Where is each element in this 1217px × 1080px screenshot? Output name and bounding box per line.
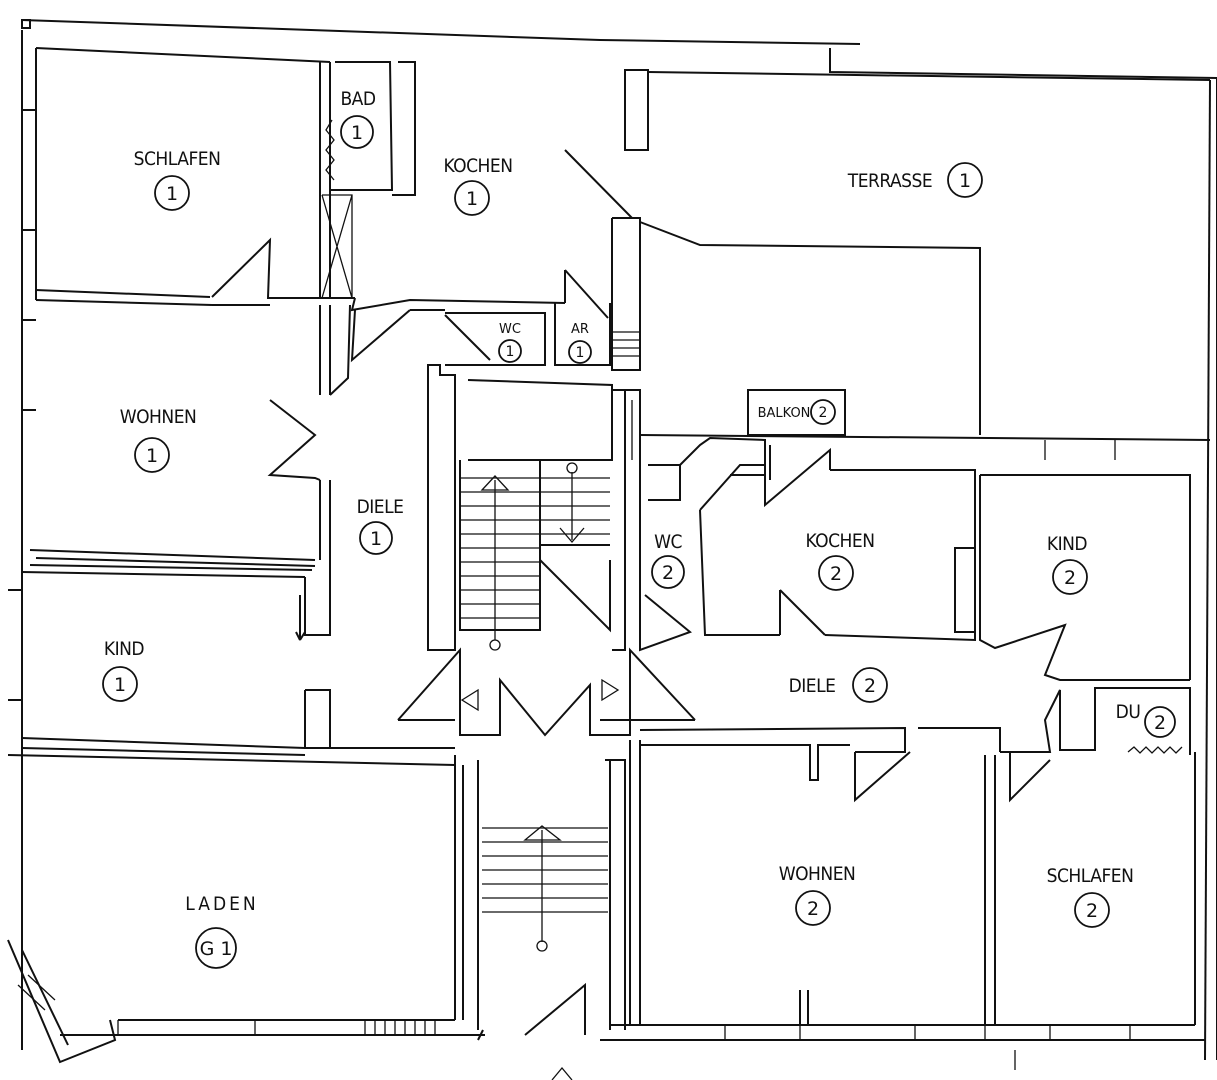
svg-text:2: 2 [1064, 567, 1076, 589]
room-label-du-2: DU 2 [1116, 701, 1176, 738]
svg-text:TERRASSE: TERRASSE [847, 170, 932, 192]
svg-text:BAD: BAD [340, 88, 375, 110]
room-label-schlafen-1: SCHLAFEN 1 [134, 148, 221, 211]
room-label-wc-1: WC 1 [498, 322, 522, 363]
svg-text:1: 1 [146, 445, 158, 467]
svg-text:SCHLAFEN: SCHLAFEN [134, 148, 221, 170]
room-label-kind-1: KIND 1 [102, 638, 145, 702]
svg-text:1: 1 [351, 122, 363, 144]
svg-text:KIND: KIND [104, 638, 145, 660]
svg-text:2: 2 [1154, 712, 1166, 734]
svg-text:KIND: KIND [1047, 533, 1088, 555]
svg-text:SCHLAFEN: SCHLAFEN [1047, 865, 1134, 887]
room-label-bad-1: BAD 1 [340, 88, 376, 149]
svg-text:BALKON: BALKON [758, 406, 811, 421]
svg-text:WC: WC [499, 322, 521, 337]
svg-text:G 1: G 1 [200, 938, 233, 960]
svg-text:WOHNEN: WOHNEN [779, 863, 856, 885]
room-label-kochen-2: KOCHEN 2 [805, 530, 875, 591]
room-label-laden-g1: LADEN G 1 [185, 893, 258, 969]
room-label-diele-1: DIELE 1 [357, 496, 404, 555]
svg-text:1: 1 [506, 344, 515, 360]
svg-text:2: 2 [1086, 900, 1098, 922]
interior-walls-unit-2 [629, 221, 1211, 1025]
svg-text:1: 1 [466, 188, 478, 210]
room-label-terrasse-1: TERRASSE 1 [847, 162, 983, 198]
svg-text:KOCHEN: KOCHEN [443, 155, 512, 177]
room-label-balkon-2: BALKON 2 [758, 399, 836, 425]
room-label-wohnen-2: WOHNEN 2 [779, 863, 856, 926]
svg-text:1: 1 [114, 674, 126, 696]
room-label-schlafen-2: SCHLAFEN 2 [1047, 865, 1134, 928]
room-label-wc-2: WC 2 [651, 531, 685, 589]
svg-text:1: 1 [959, 170, 971, 192]
svg-text:1: 1 [166, 183, 178, 205]
svg-text:2: 2 [807, 898, 819, 920]
svg-text:2: 2 [830, 563, 842, 585]
room-label-kind-2: KIND 2 [1047, 533, 1088, 595]
interior-walls-unit-1 [7, 61, 649, 1020]
svg-text:2: 2 [864, 675, 876, 697]
stairwell [397, 364, 696, 1041]
svg-text:1: 1 [370, 528, 382, 550]
room-label-wohnen-1: WOHNEN 1 [120, 406, 197, 473]
svg-text:AR: AR [571, 322, 589, 337]
svg-text:KOCHEN: KOCHEN [805, 530, 874, 552]
svg-text:LADEN: LADEN [185, 893, 258, 915]
svg-text:2: 2 [819, 405, 828, 421]
svg-text:DU: DU [1116, 701, 1141, 723]
svg-text:DIELE: DIELE [357, 496, 404, 518]
room-label-diele-2: DIELE 2 [789, 667, 888, 703]
svg-text:DIELE: DIELE [789, 675, 836, 697]
room-label-kochen-1: KOCHEN 1 [443, 155, 513, 216]
svg-text:WOHNEN: WOHNEN [120, 406, 197, 428]
outer-walls [7, 19, 1217, 1064]
svg-text:WC: WC [654, 531, 682, 553]
room-label-ar-1: AR 1 [568, 322, 592, 364]
svg-text:1: 1 [576, 345, 585, 361]
north-arrow-icon [551, 1066, 573, 1080]
svg-text:2: 2 [662, 562, 674, 584]
